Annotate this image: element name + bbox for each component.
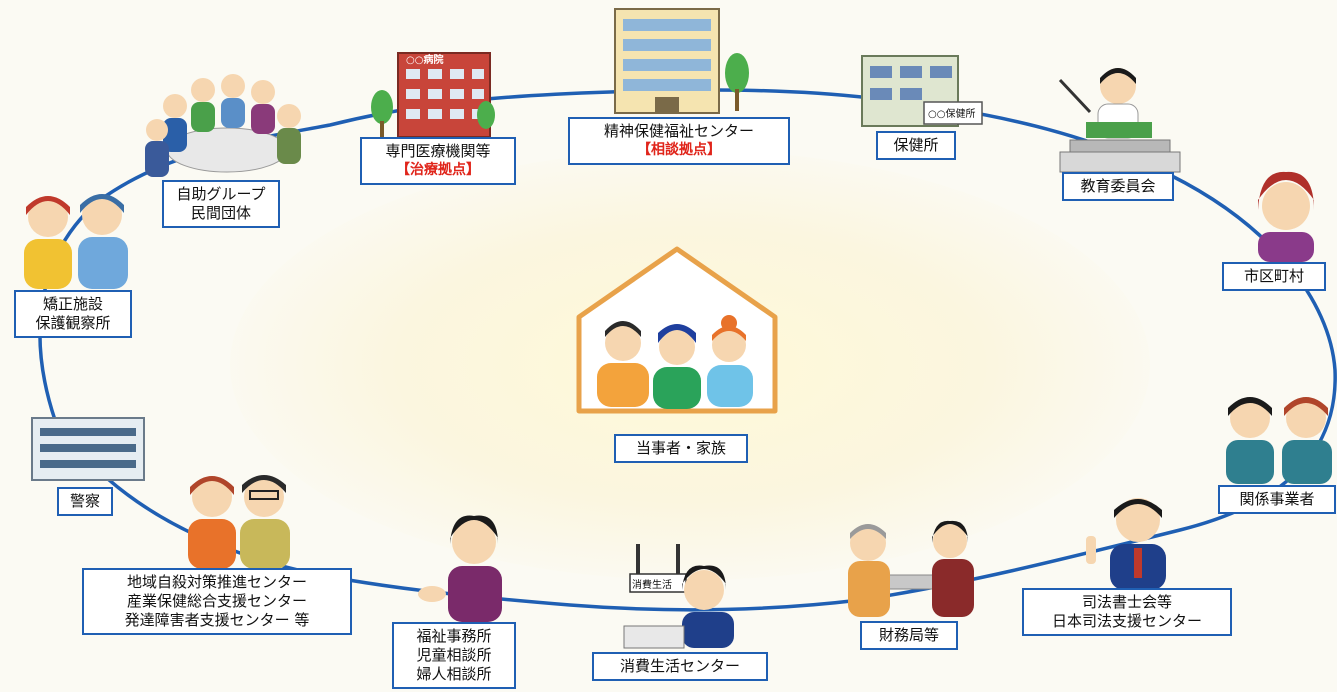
education-board-teacher-illustration <box>1058 68 1181 173</box>
regional-center-line-1: 地域自殺対策推進センター <box>126 573 307 591</box>
education-board-label: 教育委員会 <box>1062 172 1174 201</box>
book-icon <box>1086 122 1152 138</box>
finance-bureau-name: 財務局等 <box>878 626 939 644</box>
welfare-line-1: 福祉事務所 <box>416 627 492 645</box>
person-icon <box>28 197 68 237</box>
police-station-illustration <box>31 417 145 481</box>
person-icon <box>1100 68 1136 104</box>
municipality-staff-illustration <box>1258 171 1314 262</box>
father-figure-icon <box>605 325 641 361</box>
family-label: 当事者・家族 <box>614 434 748 463</box>
business-operators-illustration <box>1226 397 1332 484</box>
mental-health-center-name: 精神保健福祉センター <box>603 122 754 140</box>
regional-centers-staff-illustration <box>188 475 290 569</box>
treatment-hub-tag: 【治療拠点】 <box>396 162 480 178</box>
family-label-text: 当事者・家族 <box>635 439 726 457</box>
finance-bureau-label: 財務局等 <box>860 621 958 650</box>
hospital-label: 専門医療機関等 【治療拠点】 <box>360 137 516 185</box>
self-help-group-label: 自助グループ 民間団体 <box>162 180 280 228</box>
public-health-sign: ○○保健所 <box>928 109 976 120</box>
mental-health-center-label: 精神保健福祉センター 【相談拠点】 <box>568 117 790 165</box>
correctional-staff-illustration <box>24 194 128 289</box>
correctional-line-2: 保護観察所 <box>35 314 111 332</box>
consumer-center-sign: 消費生活 <box>632 580 672 591</box>
mental-health-building-illustration <box>614 8 749 114</box>
public-health-center-illustration <box>861 55 983 127</box>
hospital-name: 専門医療機関等 <box>385 142 491 160</box>
welfare-line-2: 児童相談所 <box>416 646 492 664</box>
person-icon <box>1116 498 1160 542</box>
education-board-name: 教育委員会 <box>1080 177 1156 195</box>
hospital-sign: ○○病院 <box>406 55 444 66</box>
person-icon <box>850 525 886 561</box>
judicial-line-2: 日本司法支援センター <box>1051 612 1202 630</box>
regional-center-line-2: 産業保健総合支援センター <box>126 592 307 610</box>
police-name: 警察 <box>69 492 100 510</box>
person-icon <box>1262 182 1310 230</box>
tree-icon <box>371 90 393 124</box>
welfare-line-3: 婦人相談所 <box>416 665 492 683</box>
judicial-label: 司法書士会等 日本司法支援センター <box>1022 588 1232 636</box>
finance-bureau-illustration <box>848 520 974 617</box>
regional-centers-label: 地域自殺対策推進センター 産業保健総合支援センター 発達障害者支援センター 等 <box>82 568 352 635</box>
self-help-line-1: 自助グループ <box>176 185 266 203</box>
business-operators-name: 関係事業者 <box>1239 490 1315 508</box>
consumer-center-illustration <box>623 544 734 649</box>
person-icon <box>1230 398 1270 438</box>
person-icon <box>452 520 496 564</box>
municipality-label: 市区町村 <box>1222 262 1326 291</box>
public-health-center-name: 保健所 <box>893 136 939 154</box>
judicial-scrivener-illustration <box>1086 498 1166 590</box>
business-operators-label: 関係事業者 <box>1218 485 1336 514</box>
consumer-center-label: 消費生活センター <box>592 652 768 681</box>
correctional-label: 矯正施設 保護観察所 <box>14 290 132 338</box>
consumer-center-name: 消費生活センター <box>619 657 740 675</box>
welfare-office-label: 福祉事務所 児童相談所 婦人相談所 <box>392 622 516 689</box>
podium-icon <box>1059 151 1181 173</box>
regional-center-line-3: 発達障害者支援センター 等 <box>124 611 310 629</box>
self-help-line-2: 民間団体 <box>190 204 251 222</box>
police-label: 警察 <box>57 487 113 516</box>
family-house-illustration <box>576 246 778 414</box>
person-icon <box>684 570 724 610</box>
municipality-name: 市区町村 <box>1243 267 1304 285</box>
tree-icon <box>725 53 749 93</box>
consultation-hub-tag: 【相談拠点】 <box>637 142 721 158</box>
welfare-office-staff-illustration <box>418 515 502 622</box>
pointer-icon <box>1058 78 1092 114</box>
judicial-line-1: 司法書士会等 <box>1081 593 1172 611</box>
mother-figure-icon <box>712 328 746 362</box>
correctional-line-1: 矯正施設 <box>42 295 103 313</box>
public-health-center-label: 保健所 <box>876 131 956 160</box>
self-help-group-illustration <box>145 74 301 177</box>
person-icon <box>192 477 232 517</box>
son-figure-icon <box>659 329 695 365</box>
person-icon <box>163 94 187 118</box>
